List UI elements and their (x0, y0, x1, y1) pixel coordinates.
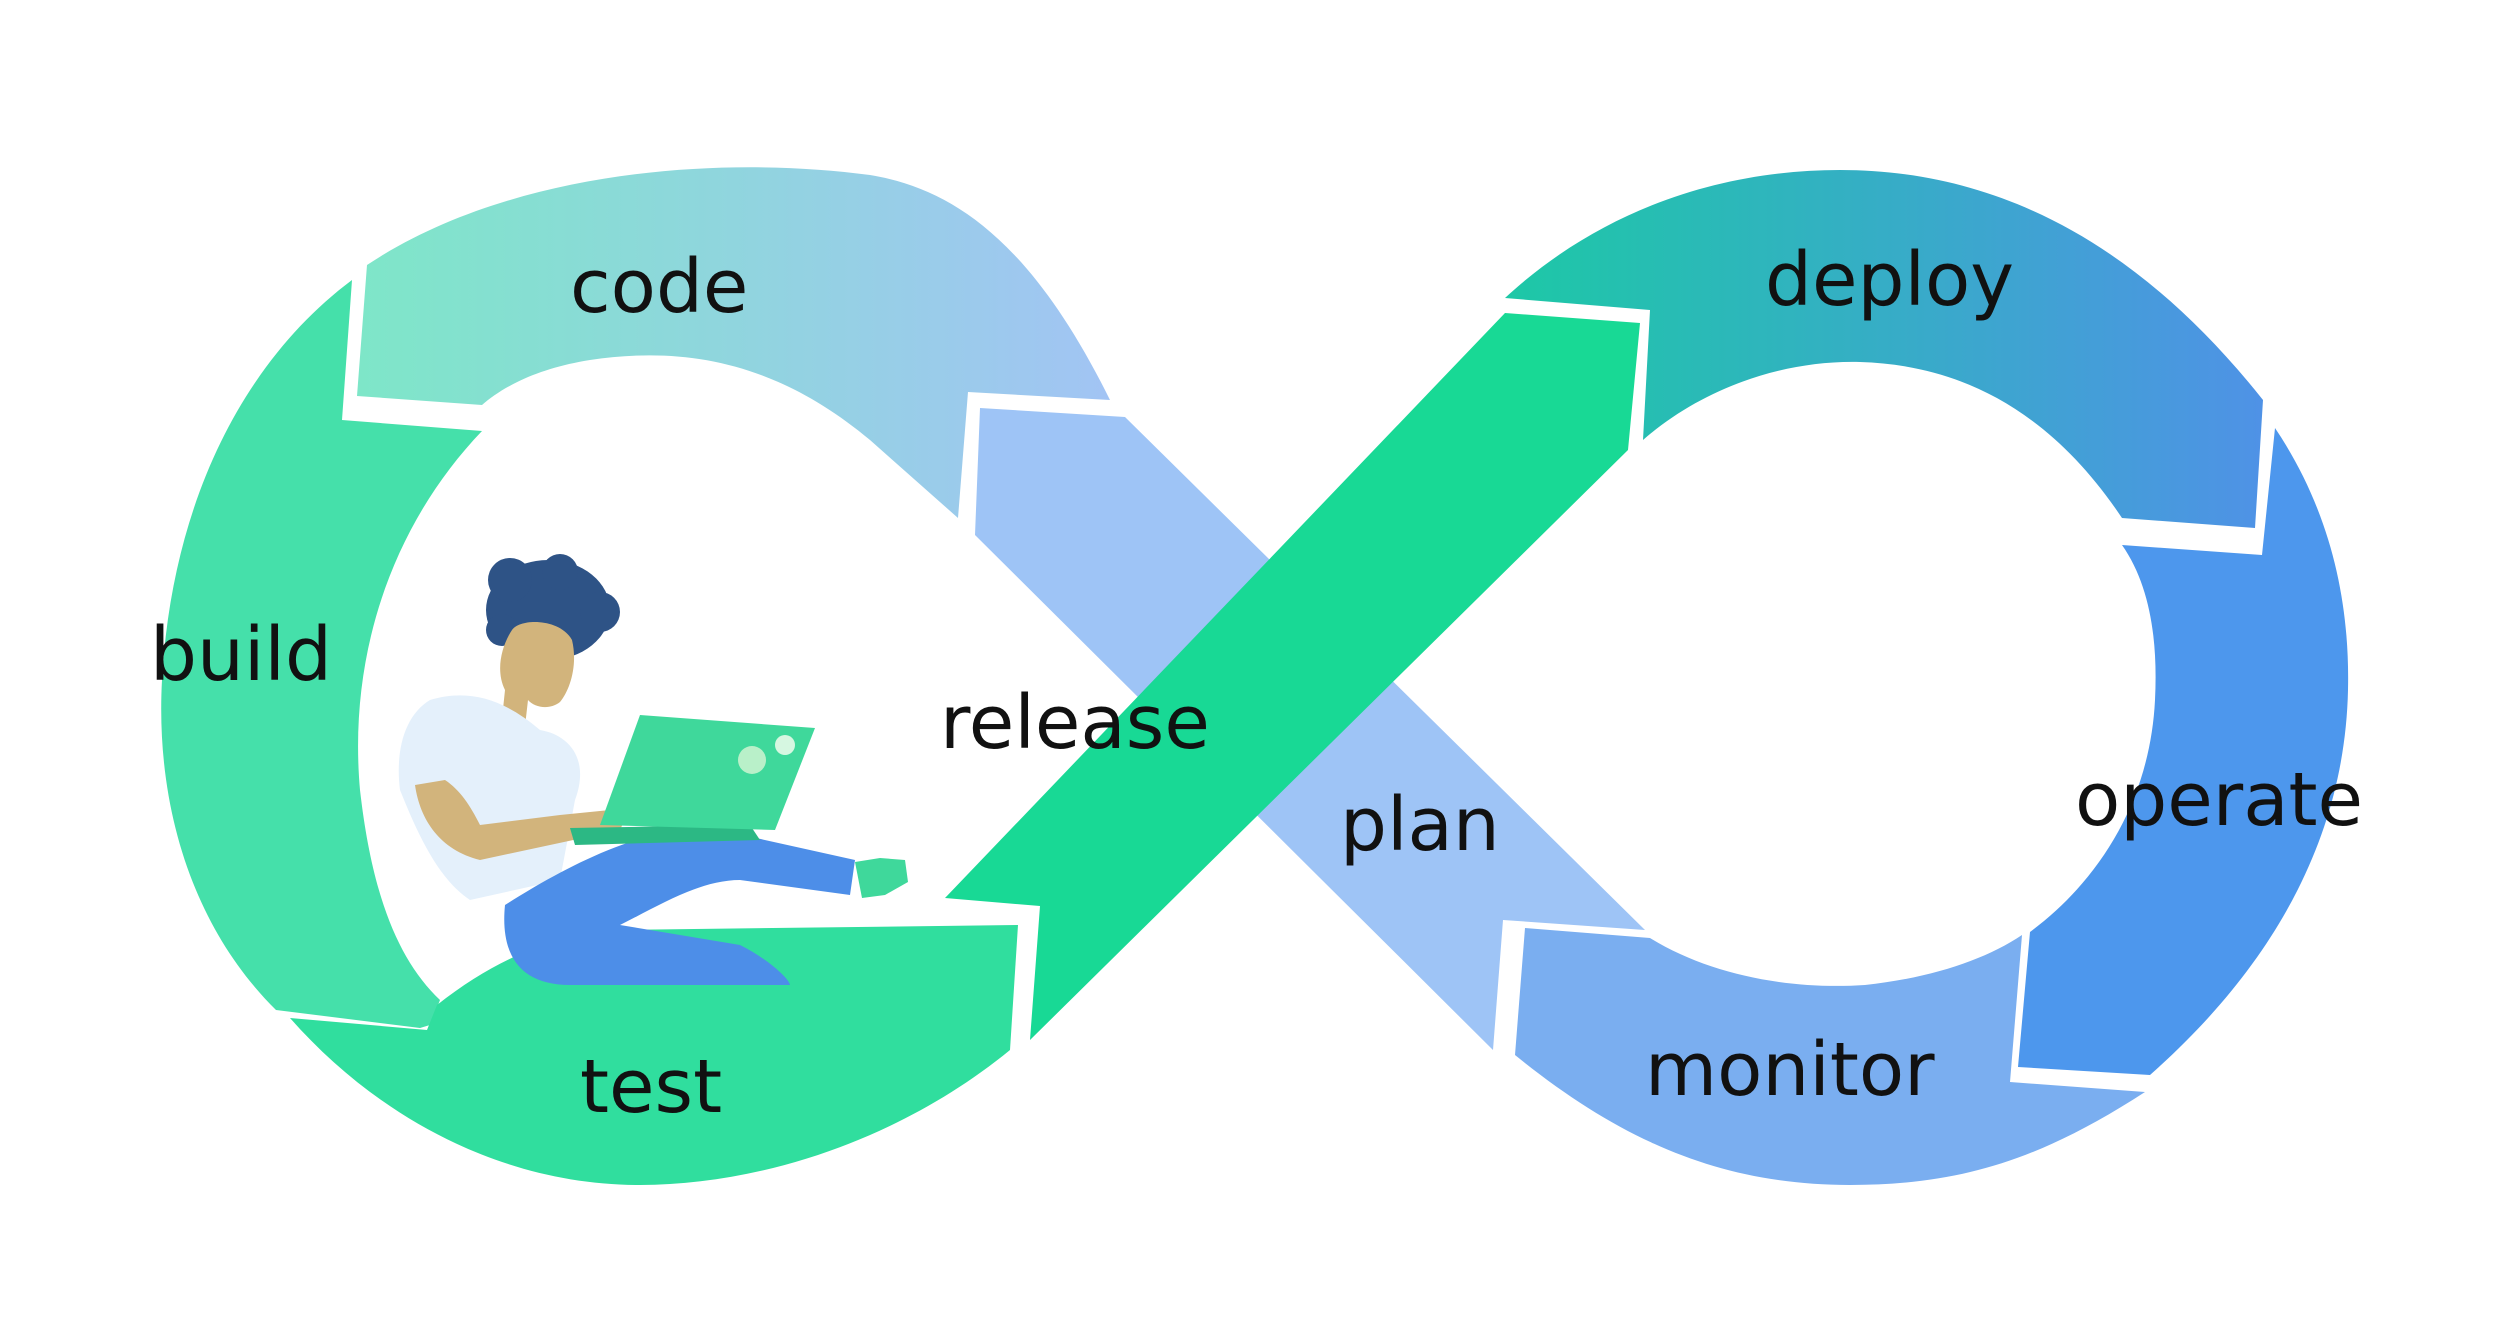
stage-label-code: code (570, 244, 748, 330)
figure-pants (504, 828, 855, 985)
stage-label-plan: plan (1340, 782, 1500, 868)
stage-label-build: build (150, 612, 332, 698)
segment-test (290, 925, 1018, 1185)
laptop-logo-icon (738, 746, 766, 774)
stage-label-operate: operate (2075, 757, 2363, 843)
stage-label-monitor: monitor (1645, 1027, 1935, 1113)
figure-shoe (855, 858, 908, 898)
stage-label-test: test (580, 1044, 722, 1130)
stage-label-deploy: deploy (1765, 237, 2014, 323)
segment-code (357, 167, 1110, 518)
segment-deploy (1505, 170, 2263, 528)
segment-build (161, 280, 482, 1028)
segment-operate (2018, 428, 2349, 1075)
figure-shirt (398, 695, 581, 900)
figure-face (500, 621, 575, 738)
laptop-screen (600, 715, 815, 830)
segment-monitor (1515, 928, 2145, 1185)
stage-label-release: release (940, 680, 1210, 766)
figure-arm (415, 780, 630, 860)
person-with-laptop-illustration (398, 554, 908, 985)
laptop-base (570, 825, 760, 845)
segment-release (945, 313, 1640, 1040)
